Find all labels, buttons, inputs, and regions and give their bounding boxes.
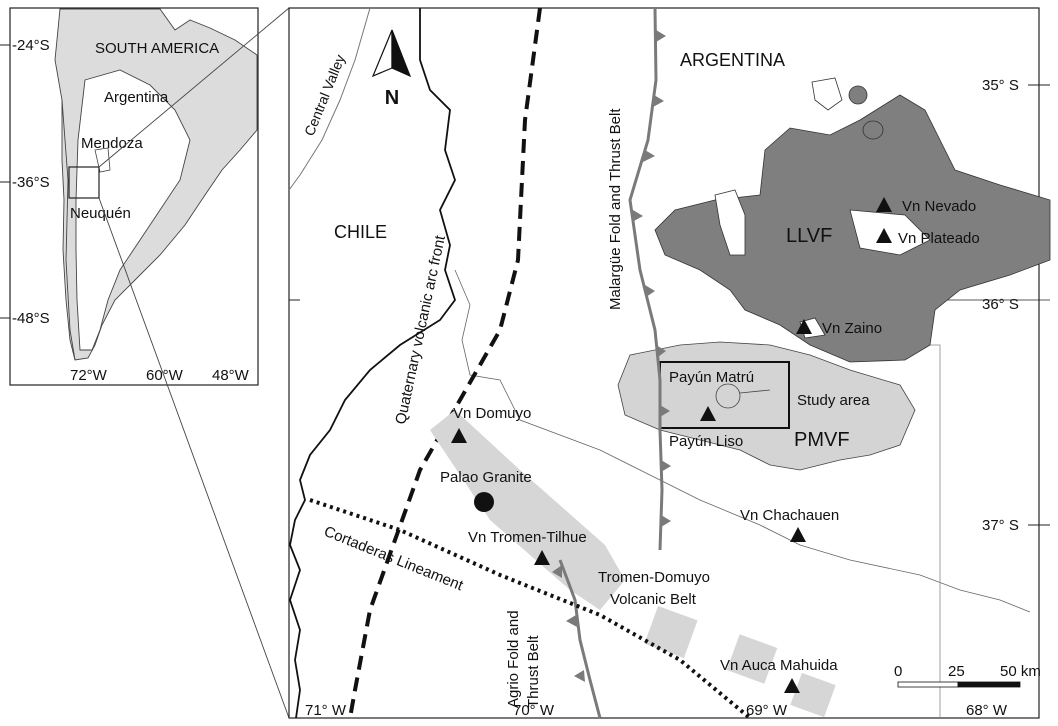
inset-lon-tick: 48°W: [212, 367, 250, 384]
inset-label-neuquen: Neuquén: [70, 205, 131, 222]
scale-label-mid: 25: [948, 663, 965, 680]
volcano-icon-tromen: [534, 550, 550, 565]
connector-line: [98, 197, 290, 719]
label-malargue: Malargüe Fold and Thrust Belt: [607, 108, 624, 310]
main-map: N ARGENTINA CHILE Central Valley Quatern…: [288, 7, 1051, 720]
volcano-icon-chachauen: [790, 527, 806, 542]
label-tromen-belt-1: Tromen-Domuyo: [598, 569, 710, 586]
label-chile: CHILE: [334, 222, 387, 242]
label-tromen-belt-2: Volcanic Belt: [610, 591, 697, 608]
granite-dot-icon: [474, 492, 494, 512]
agrio-thrust-teeth: [552, 565, 585, 682]
cortaderas-lineament: [309, 498, 752, 720]
label-vn-tromen: Vn Tromen-Tilhue: [468, 529, 587, 546]
belt-segment: [726, 634, 778, 684]
label-payun-matru: Payún Matrú: [669, 369, 754, 386]
lat-tick-35: 35° S: [982, 77, 1019, 94]
scale-label-zero: 0: [894, 663, 902, 680]
volcano-icon-zaino: [796, 319, 812, 334]
llvf-small-outline: [811, 77, 843, 111]
lon-tick-70: 70° W: [513, 702, 555, 719]
label-agrio-1: Agrio Fold and: [505, 610, 522, 708]
belt-segment: [644, 606, 698, 658]
llvf-islet: [848, 85, 868, 105]
llvf-islet: [862, 120, 884, 140]
malargue-thrust-teeth: [632, 30, 671, 527]
label-llvf: LLVF: [786, 225, 832, 247]
lon-tick-68: 68° W: [966, 702, 1008, 719]
caldera-leader: [739, 389, 771, 394]
belt-segment: [790, 672, 836, 718]
chile-coast: [61, 99, 76, 361]
label-payun-liso: Payún Liso: [669, 433, 743, 450]
label-vn-plateado: Vn Plateado: [898, 230, 980, 247]
inset-lat-tick: -24°S: [12, 37, 50, 54]
tromen-domuyo-belt: [430, 410, 625, 610]
volcano-icon-nevado: [876, 197, 892, 212]
inset-lat-tick: -48°S: [12, 310, 50, 327]
agrio-thrust-line: [558, 559, 602, 719]
llvf-field: [654, 94, 1051, 363]
inset-label-country: Argentina: [104, 89, 169, 106]
llvf-hole: [714, 189, 746, 256]
label-vn-chachauen: Vn Chachauen: [740, 507, 839, 524]
llvf-hole-2: [849, 209, 931, 256]
payun-caldera: [715, 383, 741, 409]
north-arrow-icon: [371, 29, 412, 78]
connector-line: [98, 7, 290, 168]
label-palao-granite: Palao Granite: [440, 469, 532, 486]
volcano-icon-domuyo: [451, 428, 467, 443]
volcano-markers: [451, 197, 892, 693]
inset-study-box: [68, 166, 100, 199]
label-vn-domuyo: Vn Domuyo: [453, 405, 531, 422]
north-label: N: [385, 87, 399, 109]
mendoza-outline: [94, 147, 111, 173]
inset-label-continent: SOUTH AMERICA: [95, 40, 219, 57]
label-vn-nevado: Vn Nevado: [902, 198, 976, 215]
label-vn-auca: Vn Auca Mahuida: [720, 657, 838, 674]
inset-label-mendoza: Mendoza: [81, 135, 143, 152]
inset-lat-tick: -36°S: [12, 174, 50, 191]
volcano-icon-auca: [784, 678, 800, 693]
lon-tick-71: 71° W: [305, 702, 347, 719]
label-study-area: Study area: [797, 392, 870, 409]
central-valley-line: [288, 7, 371, 191]
label-vn-zaino: Vn Zaino: [822, 320, 882, 337]
lat-tick-36: 36° S: [982, 296, 1019, 313]
volcano-icon-plateado: [876, 228, 892, 243]
inset-map: SOUTH AMERICA Argentina Mendoza Neuquén …: [0, 7, 259, 386]
label-agrio-2: Thrust Belt: [525, 635, 542, 708]
volcano-icon-payun: [700, 406, 716, 421]
scale-bar: [897, 681, 1021, 688]
lat-tick-37: 37° S: [982, 517, 1019, 534]
inset-lon-tick: 72°W: [70, 367, 108, 384]
scale-label-end: 50 km: [1000, 663, 1041, 680]
international-border: [289, 8, 457, 719]
label-pmvf: PMVF: [794, 429, 850, 451]
lon-tick-69: 69° W: [746, 702, 788, 719]
argentina-outline: [75, 69, 191, 351]
label-argentina: ARGENTINA: [680, 50, 785, 70]
inset-lon-tick: 60°W: [146, 367, 184, 384]
